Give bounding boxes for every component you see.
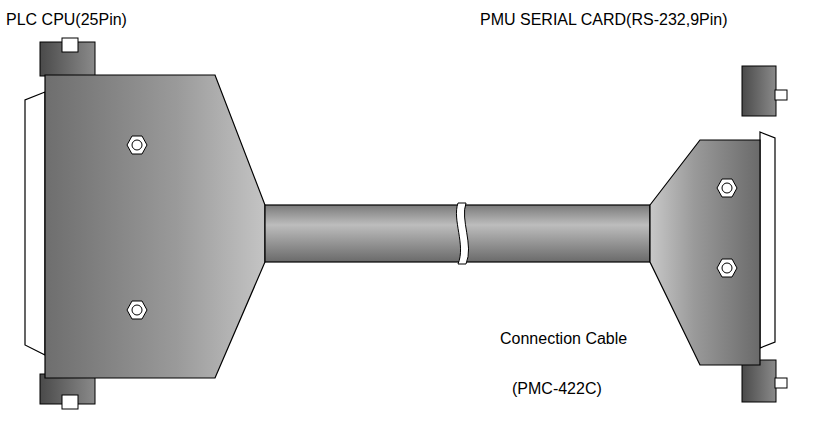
connector-label: PMU SERIAL CARD(RS-232,9Pin) (480, 10, 727, 29)
screw (717, 179, 737, 197)
dsub-face (760, 132, 775, 348)
flange-tab (775, 90, 787, 100)
connector-shell (45, 75, 265, 378)
flange-tab (62, 38, 78, 52)
connector-label: PLC CPU(25Pin) (6, 10, 127, 29)
dsub-face (25, 92, 45, 355)
flange (742, 360, 776, 402)
flange-tab (775, 378, 787, 388)
cable-break (456, 203, 468, 264)
connector-shell (650, 140, 760, 365)
flange-tab (62, 395, 78, 409)
part-number: (PMC-422C) (512, 379, 602, 398)
flange (742, 66, 776, 116)
cable-label: Connection Cable (500, 329, 627, 348)
screw (127, 301, 147, 319)
screw (717, 259, 737, 277)
screw (127, 136, 147, 154)
